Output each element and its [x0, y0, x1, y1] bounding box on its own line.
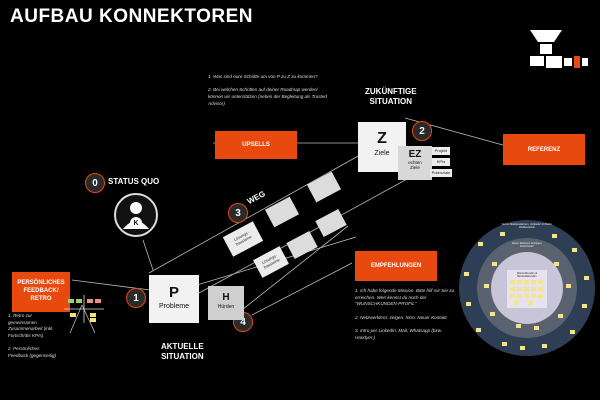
circle-outer-label: Netzw. Marktpositionen, Verkäufer im Mar…: [501, 223, 553, 230]
step-1-badge: 1: [126, 288, 146, 308]
h-letter: H: [222, 292, 230, 303]
p-word: Probleme: [159, 303, 189, 310]
empfehlungen-box: EMPFEHLUNGEN: [355, 251, 437, 281]
hurdles-card: H Hürden: [208, 286, 244, 320]
real-goals-card: EZ echten Ziele: [398, 146, 432, 180]
kpis-box: KPIs: [432, 158, 450, 166]
status-quo-label: STATUS QUO: [108, 177, 160, 186]
network-circle-diagram: [459, 220, 595, 356]
retro-board-icon: [64, 295, 104, 323]
problems-card: P Probleme: [149, 275, 199, 323]
ez-word2: Ziele: [410, 165, 420, 170]
page-title: AUFBAU KONNEKTOREN: [10, 6, 253, 27]
k-badge: K: [130, 217, 142, 229]
step-3-badge: 3: [228, 203, 248, 223]
z-letter: Z: [377, 130, 387, 147]
ez-letter: EZ: [408, 149, 422, 160]
zukuenftige-situation-label: ZUKÜNFTIGE SITUATION: [365, 87, 417, 107]
step-2-badge: 2: [412, 121, 432, 141]
projekt-box: Projekt: [432, 147, 450, 155]
ez-word1: echten: [408, 160, 422, 165]
empfehlungen-note: 1. Ich habe folgende Mission. Bitte hilf…: [355, 288, 455, 340]
p-letter: P: [168, 284, 179, 301]
aktuelle-situation-label: AKTUELLE SITUATION: [161, 342, 204, 362]
step-0-badge: 0: [85, 173, 105, 193]
h-word: Hürden: [217, 304, 235, 310]
z-word: Ziele: [374, 150, 390, 157]
questions-note: 1. Was sind eure Schritte um von P zu Z …: [208, 74, 327, 106]
feedback-box: PERSÖNLICHES FEEDBACK/ RETRO: [12, 272, 70, 312]
person-icon: [123, 202, 149, 229]
upsells-box: UPSELLS: [215, 131, 297, 159]
potenziale-box: Potenziale: [430, 169, 452, 177]
circle-middle-label: Ideen, Referenz Anfragen, Entscheider: [511, 242, 543, 249]
referenz-box: REFERENZ: [503, 134, 585, 165]
customer-avatar: K: [114, 193, 158, 237]
feedback-note: 1. Retro zur gemeinsamen Zusammenarbeit …: [8, 313, 57, 358]
funnel-logo: [530, 30, 588, 68]
circle-inner-label: Wunschkunden & Bestandskunden: [516, 272, 538, 279]
